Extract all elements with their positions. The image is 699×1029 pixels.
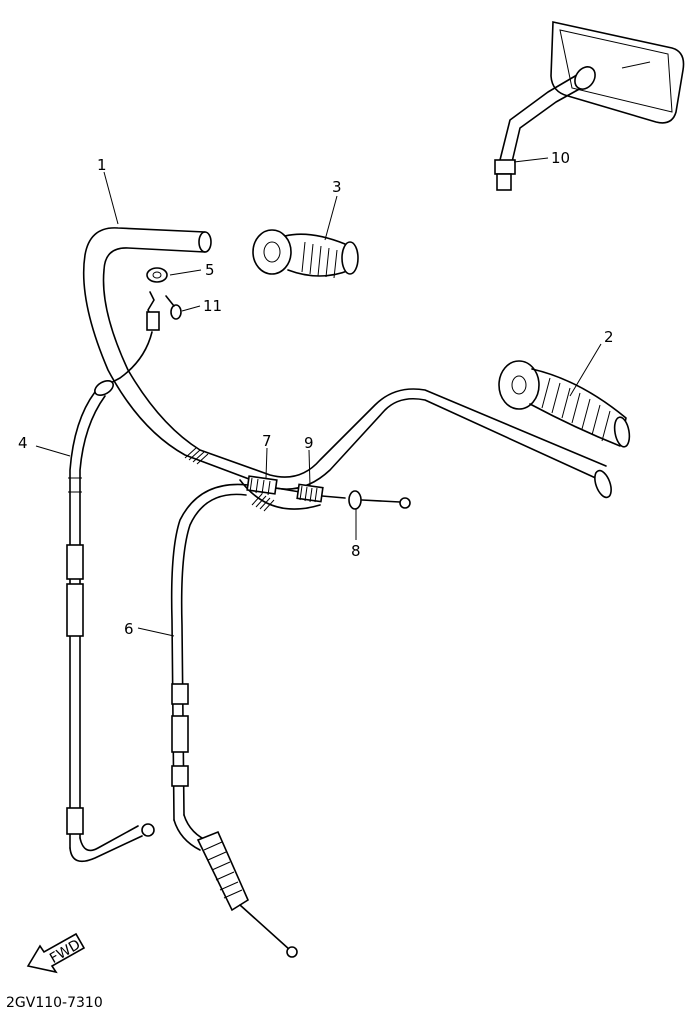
label-8: 8: [351, 542, 361, 560]
label-7: 7: [262, 432, 272, 450]
cable-6: [170, 483, 298, 958]
holder-5: [146, 267, 168, 283]
throttle-assembly: [246, 475, 411, 510]
label-4: 4: [18, 434, 28, 452]
label-9: 9: [304, 434, 314, 452]
handlebar: [82, 227, 612, 512]
label-2: 2: [604, 328, 614, 346]
knurl-right: [251, 493, 275, 512]
cable-end-upper: [146, 311, 160, 331]
knurl-left: [184, 447, 209, 465]
part-labels: 1 2 3 4 5 6 7 8 9 10 11: [18, 149, 614, 638]
label-11: 11: [203, 297, 222, 315]
grip-left: [252, 229, 359, 279]
leader-lines: [35, 157, 602, 637]
label-3: 3: [332, 178, 342, 196]
label-6: 6: [124, 620, 134, 638]
grip-right: [498, 360, 631, 448]
label-5: 5: [205, 261, 215, 279]
cable-4: [66, 331, 155, 863]
label-10: 10: [551, 149, 570, 167]
drawing-code: 2GV110-7310: [6, 995, 103, 1011]
rear-view-mirror: [494, 21, 685, 191]
bolt-11: [147, 291, 182, 320]
label-1: 1: [97, 156, 107, 174]
fwd-arrow-icon: FWD: [26, 932, 86, 974]
